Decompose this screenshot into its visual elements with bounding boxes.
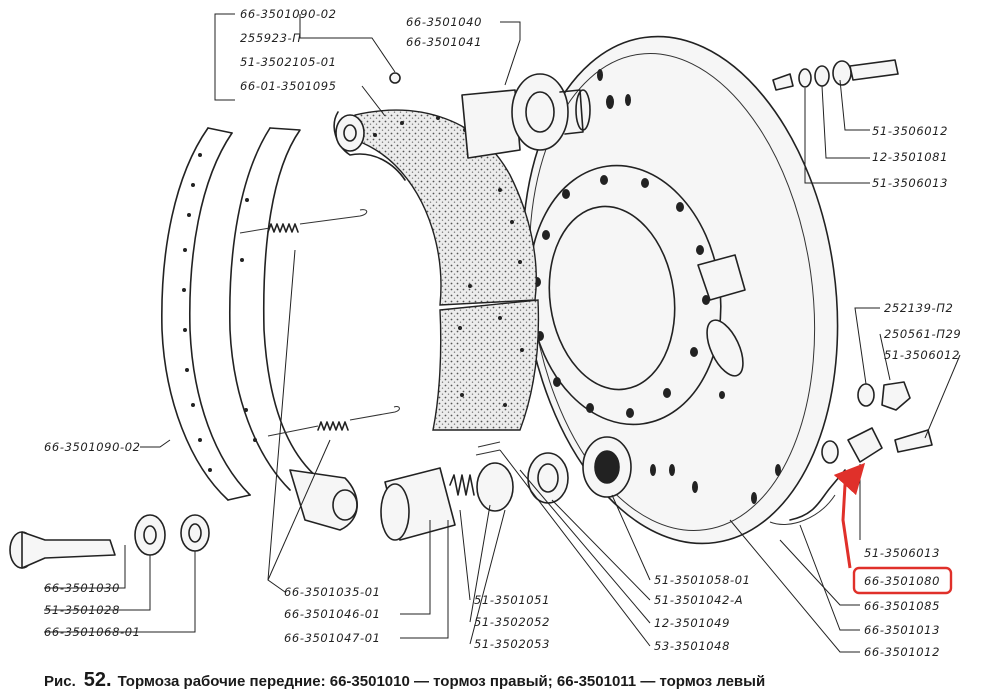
part-labels: 66-3501090-02 255923-П 51-3502105-01 66-… bbox=[44, 7, 961, 659]
label-66-3501012: 66-3501012 bbox=[864, 645, 940, 659]
hub-bolt-holes bbox=[533, 175, 710, 418]
highlight-annotation bbox=[833, 462, 953, 595]
lower-cylinder-assembly bbox=[380, 436, 632, 541]
caption-number: 52. bbox=[83, 669, 112, 691]
backing-plate bbox=[521, 35, 839, 545]
brake-line-fittings bbox=[769, 381, 933, 525]
label-51-3501042-a: 51-3501042-А bbox=[654, 593, 743, 607]
shoe-springs bbox=[239, 209, 400, 437]
label-51-3501051: 51-3501051 bbox=[474, 593, 550, 607]
label-51-3506012-mid: 51-3506012 bbox=[884, 348, 960, 362]
label-66-3501085: 66-3501085 bbox=[864, 599, 940, 613]
label-66-3501090-02-top: 66-3501090-02 bbox=[240, 7, 337, 21]
label-66-3501090-02-left: 66-3501090-02 bbox=[44, 440, 141, 454]
caption-text: Тормоза рабочие передние: 66-3501010 — т… bbox=[117, 673, 766, 690]
label-66-3501035-01: 66-3501035-01 bbox=[284, 585, 381, 599]
label-53-3501048: 53-3501048 bbox=[654, 639, 730, 653]
label-12-3501081: 12-3501081 bbox=[872, 150, 948, 164]
highlight-box bbox=[852, 566, 953, 595]
label-252139-p2: 252139-П2 bbox=[884, 301, 953, 315]
label-66-3501040: 66-3501040 bbox=[406, 15, 482, 29]
label-66-3501046-01: 66-3501046-01 bbox=[284, 607, 381, 621]
left-brake-shoe bbox=[161, 127, 358, 531]
label-66-3501013: 66-3501013 bbox=[864, 623, 940, 637]
figure-caption: Рис. 52. Тормоза рабочие передние: 66-3501… bbox=[44, 669, 984, 692]
leader-lines bbox=[44, 13, 961, 653]
label-66-3501068-01: 66-3501068-01 bbox=[44, 625, 141, 639]
label-66-3501030: 66-3501030 bbox=[44, 581, 120, 595]
brake-shoe-with-lining bbox=[333, 109, 540, 431]
label-51-3502053: 51-3502053 bbox=[474, 637, 550, 651]
label-12-3501049: 12-3501049 bbox=[654, 616, 730, 630]
label-51-3506013-bottom: 51-3506013 bbox=[864, 546, 940, 560]
caption-prefix: Рис. bbox=[44, 673, 76, 690]
highlight-arrow bbox=[833, 462, 866, 569]
label-66-01-3501095: 66-01-3501095 bbox=[240, 79, 337, 93]
label-51-3502052: 51-3502052 bbox=[474, 615, 550, 629]
label-255923-p: 255923-П bbox=[240, 31, 302, 45]
label-51-3506012-top: 51-3506012 bbox=[872, 124, 948, 138]
label-66-3501041: 66-3501041 bbox=[406, 35, 482, 49]
label-51-3502105-01: 51-3502105-01 bbox=[240, 55, 337, 69]
upper-cylinder bbox=[389, 72, 591, 159]
label-66-3501047-01: 66-3501047-01 bbox=[284, 631, 381, 645]
label-51-3501028: 51-3501028 bbox=[44, 603, 120, 617]
bleeder-parts-top bbox=[772, 59, 899, 91]
pin-and-washers bbox=[9, 514, 210, 569]
label-250561-p29: 250561-П29 bbox=[884, 327, 961, 341]
label-66-3501080: 66-3501080 bbox=[864, 574, 940, 588]
label-51-3506013-top: 51-3506013 bbox=[872, 176, 948, 190]
label-51-3501058-01: 51-3501058-01 bbox=[654, 573, 751, 587]
